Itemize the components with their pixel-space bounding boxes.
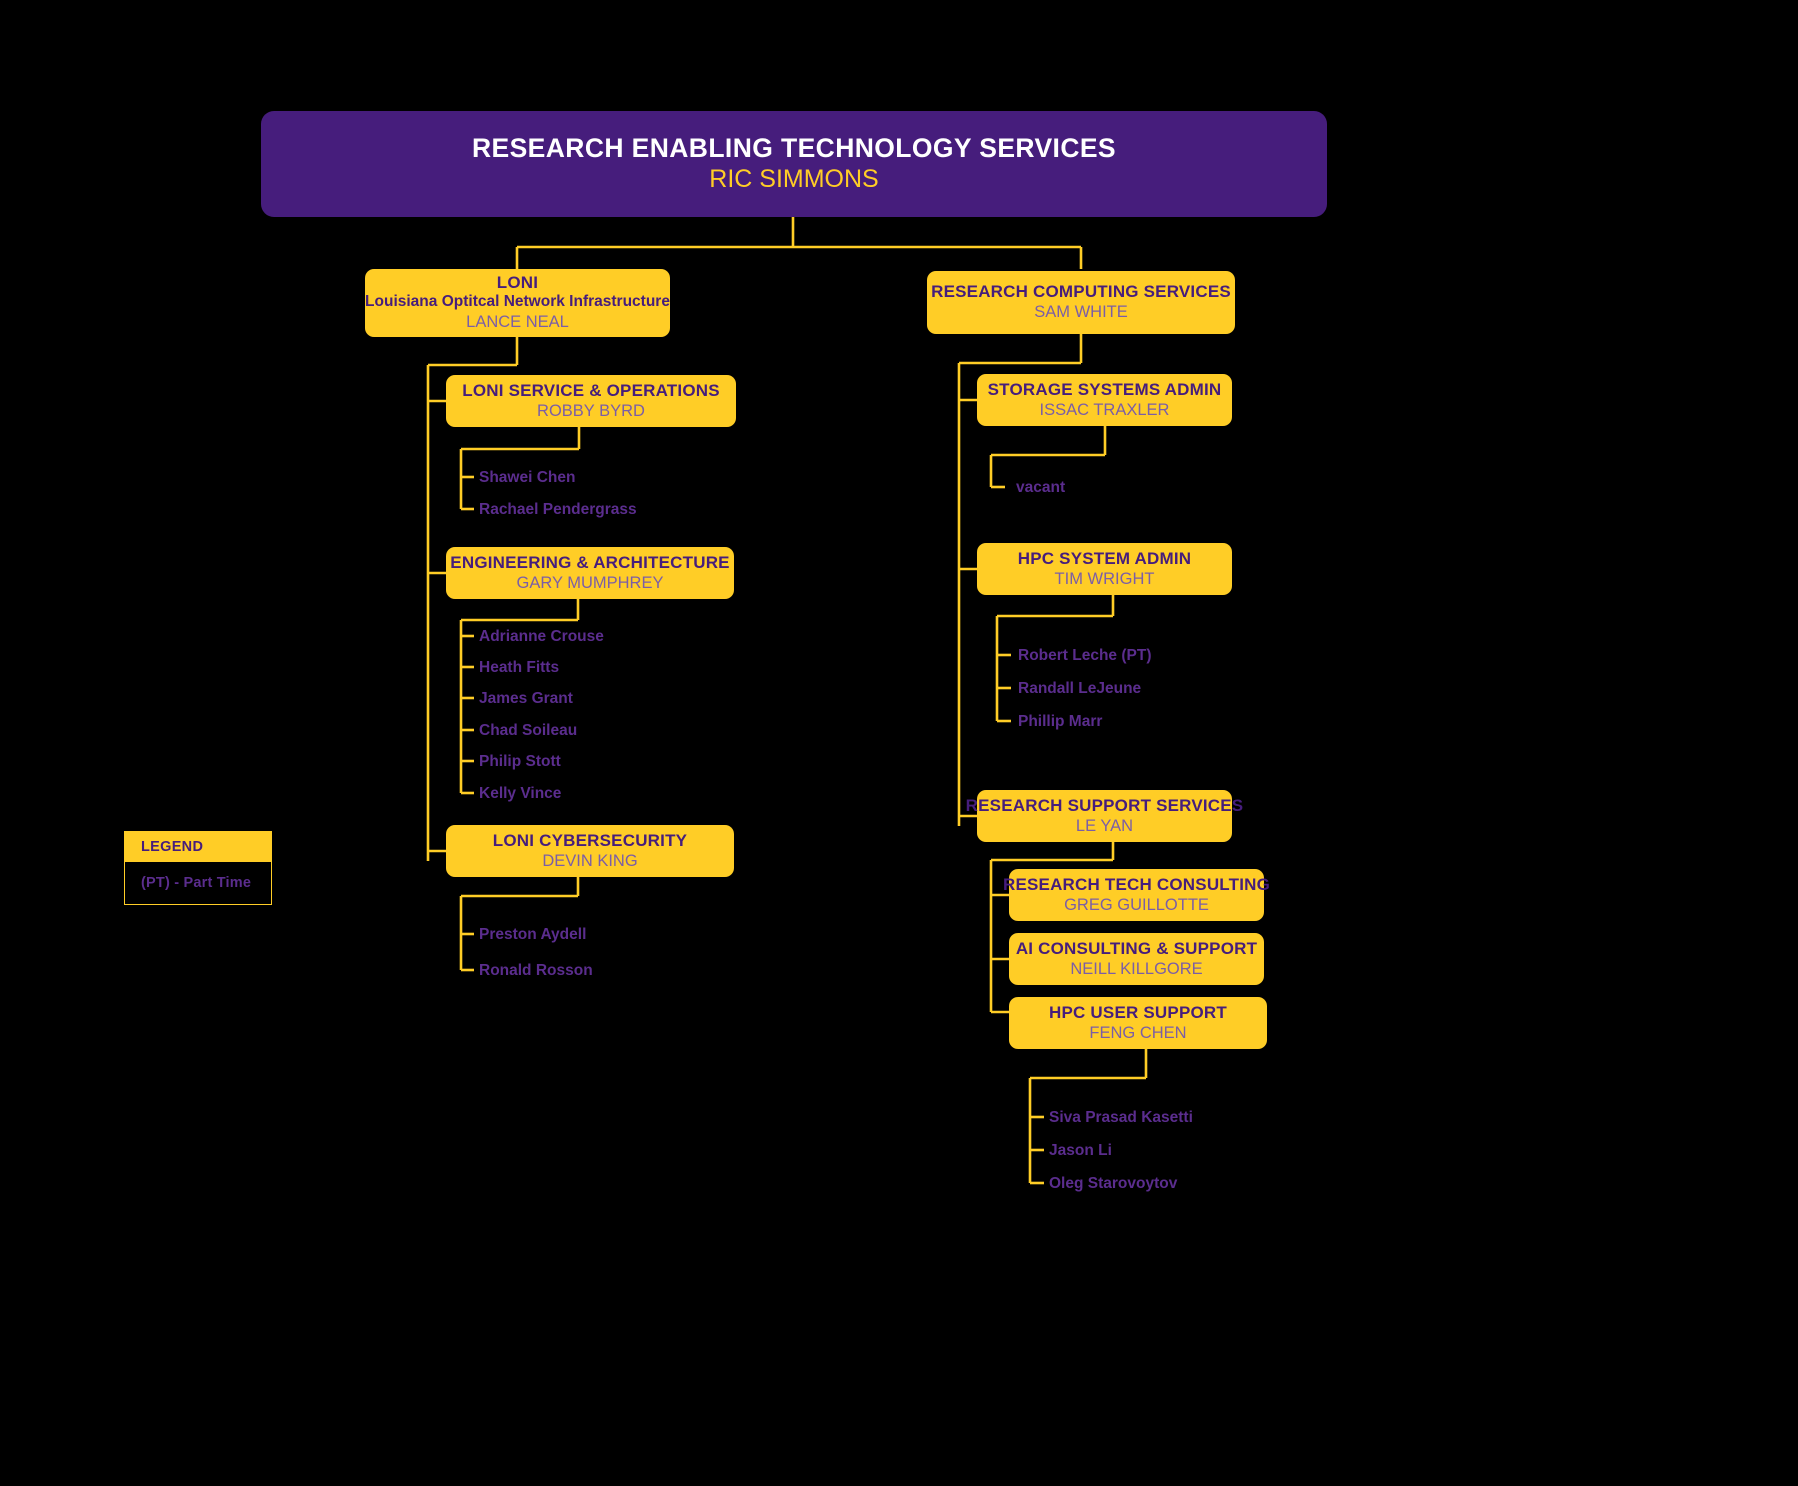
node-person: SAM WHITE: [1034, 303, 1128, 322]
node-research-enabling-technology-services[interactable]: RESEARCH ENABLING TECHNOLOGY SERVICES RI…: [261, 111, 1327, 217]
node-subtitle: Louisiana Optitcal Network Infrastructur…: [365, 293, 670, 311]
staff-name: Ronald Rosson: [479, 962, 593, 979]
node-loni-cybersecurity[interactable]: LONI CYBERSECURITY DEVIN KING: [446, 825, 734, 877]
staff-name: Adrianne Crouse: [479, 628, 604, 645]
node-research-computing-services[interactable]: RESEARCH COMPUTING SERVICES SAM WHITE: [927, 271, 1235, 334]
node-title: AI CONSULTING & SUPPORT: [1015, 938, 1258, 958]
node-storage-systems-admin[interactable]: STORAGE SYSTEMS ADMIN ISSAC TRAXLER: [977, 374, 1232, 426]
node-title: RESEARCH ENABLING TECHNOLOGY SERVICES: [471, 132, 1117, 163]
node-title: LONI CYBERSECURITY: [492, 830, 688, 850]
legend-entry: (PT) - Part Time: [124, 861, 272, 905]
node-hpc-user-support[interactable]: HPC USER SUPPORT FENG CHEN: [1009, 997, 1267, 1049]
legend: LEGEND (PT) - Part Time: [124, 831, 272, 905]
legend-heading: LEGEND: [124, 831, 272, 861]
node-engineering-and-architecture[interactable]: ENGINEERING & ARCHITECTURE GARY MUMPHREY: [446, 547, 734, 599]
node-title: LONI SERVICE & OPERATIONS: [462, 380, 720, 400]
node-title: LONI: [496, 273, 539, 293]
node-title: RESEARCH SUPPORT SERVICES: [965, 795, 1244, 815]
node-person: ISSAC TRAXLER: [1039, 400, 1170, 419]
staff-name: Chad Soileau: [479, 722, 578, 739]
staff-name: Robert Leche (PT): [1018, 647, 1152, 664]
staff-name: Heath Fitts: [479, 659, 560, 676]
node-person: DEVIN KING: [542, 851, 638, 870]
node-person: ROBBY BYRD: [537, 401, 645, 420]
staff-name-vacant: vacant: [1016, 479, 1066, 496]
node-hpc-system-admin[interactable]: HPC SYSTEM ADMIN TIM WRIGHT: [977, 543, 1232, 595]
node-title: RESEARCH COMPUTING SERVICES: [931, 282, 1231, 302]
staff-name: Oleg Starovoytov: [1049, 1175, 1178, 1192]
node-title: HPC USER SUPPORT: [1049, 1002, 1227, 1022]
node-person: RIC SIMMONS: [709, 165, 879, 193]
staff-name: Shawei Chen: [479, 469, 576, 486]
node-person: FENG CHEN: [1089, 1023, 1187, 1042]
node-person: TIM WRIGHT: [1054, 569, 1155, 588]
node-research-tech-consulting[interactable]: RESEARCH TECH CONSULTING GREG GUILLOTTE: [1003, 869, 1270, 921]
node-title: STORAGE SYSTEMS ADMIN: [987, 379, 1222, 399]
staff-name: Siva Prasad Kasetti: [1049, 1109, 1193, 1126]
node-title: HPC SYSTEM ADMIN: [1017, 548, 1192, 568]
node-title: ENGINEERING & ARCHITECTURE: [450, 552, 730, 572]
node-research-support-services[interactable]: RESEARCH SUPPORT SERVICES LE YAN: [966, 790, 1243, 842]
node-person: LANCE NEAL: [466, 313, 569, 332]
staff-name: Jason Li: [1049, 1142, 1112, 1159]
staff-name: Phillip Marr: [1018, 713, 1103, 730]
node-person: GREG GUILLOTTE: [1064, 895, 1209, 914]
node-person: LE YAN: [1075, 816, 1134, 835]
node-person: NEILL KILLGORE: [1070, 959, 1203, 978]
staff-name: Kelly Vince: [479, 785, 562, 802]
staff-name: Rachael Pendergrass: [479, 501, 637, 518]
node-loni[interactable]: LONI Louisiana Optitcal Network Infrastr…: [365, 269, 670, 337]
staff-name: Randall LeJeune: [1018, 680, 1142, 697]
staff-name: James Grant: [479, 690, 573, 707]
node-person: GARY MUMPHREY: [516, 573, 664, 592]
staff-name: Preston Aydell: [479, 926, 587, 943]
staff-name: Philip Stott: [479, 753, 561, 770]
node-title: RESEARCH TECH CONSULTING: [1002, 874, 1271, 894]
node-loni-service-and-operations[interactable]: LONI SERVICE & OPERATIONS ROBBY BYRD: [446, 375, 736, 427]
node-ai-consulting-and-support[interactable]: AI CONSULTING & SUPPORT NEILL KILLGORE: [1009, 933, 1264, 985]
